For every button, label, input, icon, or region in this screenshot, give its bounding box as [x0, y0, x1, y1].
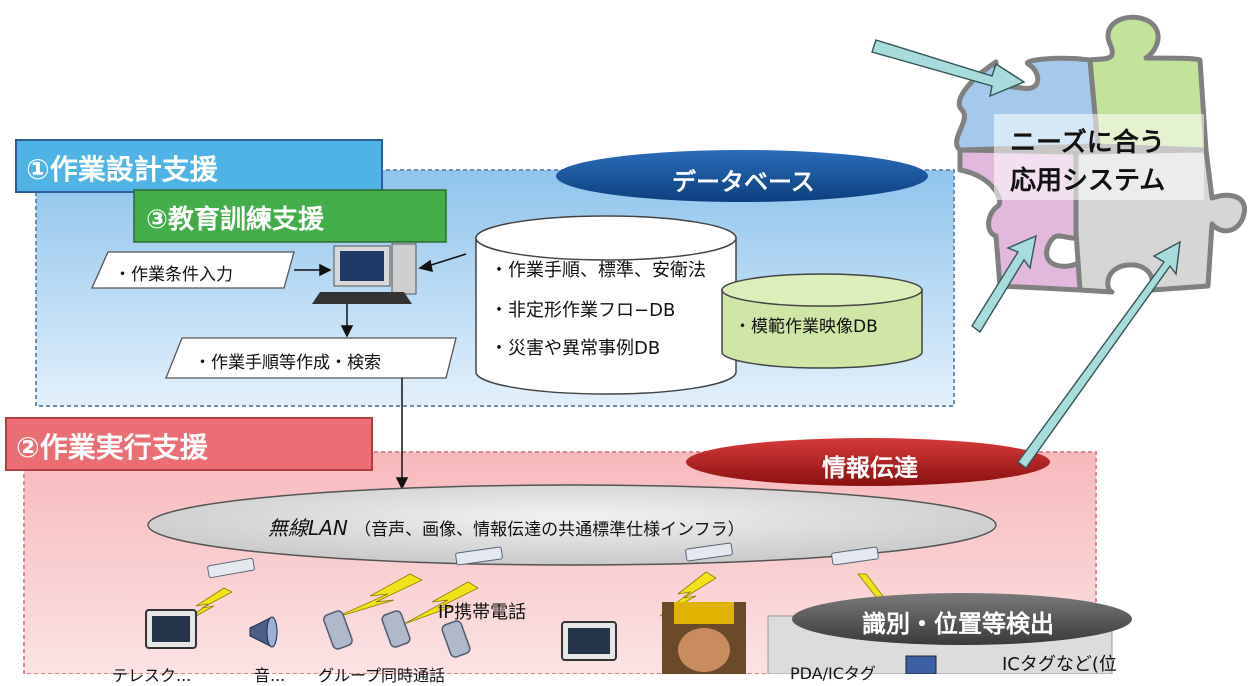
- lan-line: 無線LAN （音声、画像、情報伝達の共通標準仕様インフラ）: [268, 512, 745, 541]
- detection-ellipse: [792, 593, 1132, 645]
- db-item-1: ・作業手順、標準、安衛法: [490, 260, 706, 281]
- worker-photo: [662, 602, 746, 674]
- puzzle-title-line2: 応用システム: [1010, 166, 1166, 196]
- mobile-phone-icons: [323, 610, 471, 658]
- arrow-to-puzzle-top: [871, 39, 1026, 98]
- work-conditions-box: [90, 251, 295, 289]
- execution-title-box: [5, 417, 373, 471]
- database-ellipse: [556, 150, 928, 202]
- ic-tag-label: ICタグなど(位: [1002, 654, 1117, 675]
- tablet-icon-2: [561, 621, 617, 661]
- lan-description: （音声、画像、情報伝達の共通標準仕様インフラ）: [354, 520, 745, 540]
- device-label-3: グループ同時通話: [318, 666, 446, 685]
- device-label-2: 音...: [254, 666, 286, 685]
- pda-ic-label: PDA/ICタグ: [790, 664, 876, 683]
- access-point-icons: [207, 542, 879, 579]
- puzzle-title-line1: ニーズに合う: [1010, 128, 1165, 158]
- ip-phone-label: IP携帯電話: [438, 602, 527, 623]
- execution-title: ②作業実行支援: [16, 431, 208, 464]
- computer-icon: [312, 243, 417, 304]
- info-transfer-label: 情報伝達: [822, 454, 918, 482]
- detection-label: 識別・位置等検出: [862, 610, 1054, 638]
- model-video-cylinder: [721, 273, 923, 369]
- lan-name: 無線LAN: [268, 516, 348, 540]
- design-title: ①作業設計支援: [26, 153, 218, 186]
- flow-arrows: [294, 253, 467, 490]
- megaphone-icon: [249, 616, 278, 648]
- arrow-to-puzzle-right: [1017, 240, 1181, 469]
- wireless-lan-ellipse: [147, 484, 997, 566]
- db-item-3: ・災害や異常事例DB: [490, 338, 661, 359]
- pointer-arrows: [871, 39, 1181, 469]
- work-conditions-label: ・作業条件入力: [114, 265, 233, 285]
- db-item-2: ・非定形作業フロ−DB: [490, 300, 676, 321]
- device-label-1: テレスク...: [112, 666, 192, 685]
- training-title-box: [133, 189, 447, 243]
- pda-icon: [905, 655, 937, 674]
- info-transfer-ellipse: [686, 438, 1050, 486]
- procedure-search-box: [165, 337, 457, 379]
- puzzle-label-band: [994, 114, 1204, 200]
- model-video-label: ・模範作業映像DB: [734, 317, 878, 337]
- arrow-to-puzzle-left: [971, 234, 1037, 334]
- database-cylinder: [475, 215, 737, 395]
- training-title: ③教育訓練支援: [146, 205, 325, 235]
- procedure-search-label: ・作業手順等作成・検索: [194, 353, 381, 373]
- database-label: データベース: [672, 168, 815, 196]
- tablet-icon-1: [145, 609, 197, 649]
